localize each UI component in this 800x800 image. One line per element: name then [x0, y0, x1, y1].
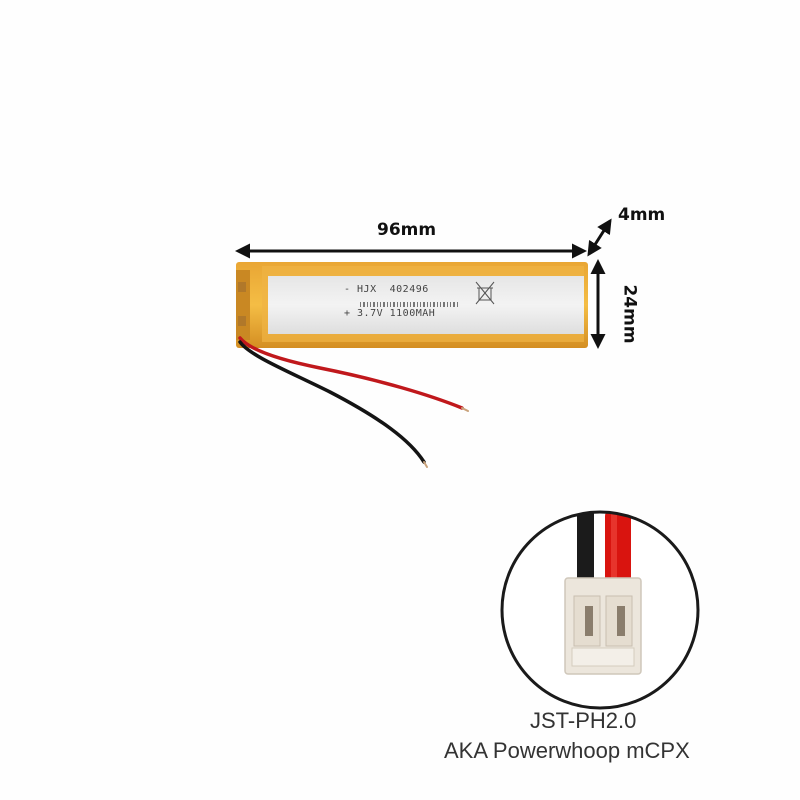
thickness-arrow	[587, 218, 612, 257]
battery-model-line: - HJX 402496	[344, 284, 429, 295]
battery-wires	[238, 336, 469, 468]
length-label: 96mm	[377, 220, 437, 240]
barcode-marks	[360, 302, 458, 307]
dimension-arrows	[235, 218, 612, 349]
connector-aka-caption: AKA Powerwhoop mCPX	[444, 738, 690, 763]
thickness-label: 4mm	[618, 205, 666, 225]
battery-spec-line: + 3.7V 1100MAH	[344, 308, 436, 319]
battery-body	[236, 262, 588, 348]
recycle-bin-icon	[475, 281, 495, 305]
connector-inset	[500, 510, 700, 710]
connector-type-caption: JST-PH2.0	[530, 708, 637, 733]
width-label: 24mm	[619, 284, 640, 344]
